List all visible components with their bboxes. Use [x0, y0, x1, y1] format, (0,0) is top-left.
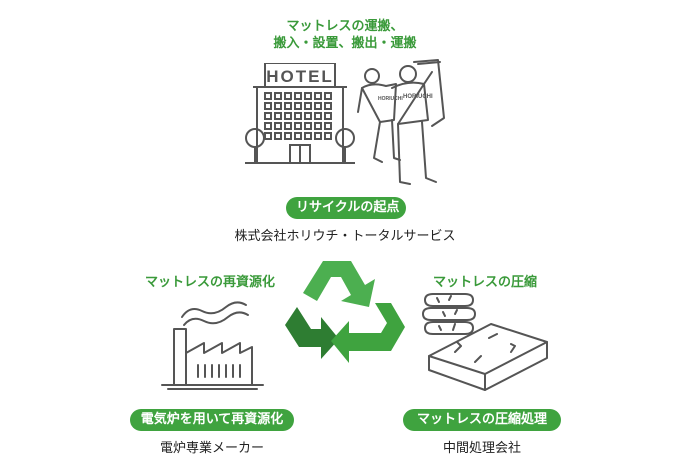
- electric-furnace-badge: 電気炉を用いて再資源化: [130, 409, 294, 431]
- hotel-window: [304, 102, 312, 110]
- hotel-window: [264, 112, 272, 120]
- hotel-window: [314, 132, 322, 140]
- hotel-window: [264, 102, 272, 110]
- hotel-window: [324, 132, 332, 140]
- recycle-arrows-icon: [285, 261, 405, 363]
- hotel-step-caption: マットレスの運搬、 搬入・設置、搬出・運搬: [245, 18, 445, 52]
- hotel-window: [324, 112, 332, 120]
- intermediate-processor-company-name: 中間処理会社: [442, 441, 521, 456]
- hotel-window: [304, 92, 312, 100]
- steelmaker-company-name: 電炉専業メーカー: [159, 441, 264, 456]
- hotel-step-caption-line2: 搬入・設置、搬出・運搬: [273, 36, 417, 51]
- hotel-sign: HOTEL: [266, 67, 334, 86]
- compression-processing-badge: マットレスの圧縮処理: [403, 409, 561, 431]
- resource-step-caption: マットレスの再資源化: [144, 275, 275, 290]
- hotel-window: [274, 102, 282, 110]
- hotel-window: [274, 92, 282, 100]
- hotel-window: [284, 122, 292, 130]
- recycle-arrow-right: [331, 303, 405, 363]
- hotel-window: [324, 122, 332, 130]
- hotel-window: [284, 132, 292, 140]
- hotel-step-caption-line1: マットレスの運搬、: [286, 19, 404, 34]
- hotel-window: [294, 102, 302, 110]
- recycling-start-badge: リサイクルの起点: [286, 197, 406, 219]
- hotel-window: [314, 102, 322, 110]
- hotel-window: [294, 122, 302, 130]
- hotel-window: [274, 132, 282, 140]
- hotel-window: [274, 112, 282, 120]
- hotel-window: [284, 92, 292, 100]
- hotel-window: [284, 112, 292, 120]
- hotel-window: [314, 112, 322, 120]
- hotel-window: [274, 122, 282, 130]
- hotel-window: [314, 92, 322, 100]
- hotel-window: [294, 92, 302, 100]
- hotel-window: [294, 132, 302, 140]
- compression-step-caption: マットレスの圧縮: [432, 275, 537, 290]
- hotel-window: [284, 102, 292, 110]
- hotel-window: [304, 112, 312, 120]
- recycle-arrow-top: [303, 261, 375, 307]
- hotel-company-name: 株式会社ホリウチ・トータルサービス: [234, 229, 456, 244]
- hotel-window: [324, 92, 332, 100]
- hotel-window: [264, 122, 272, 130]
- hotel-window: [304, 122, 312, 130]
- hotel-window: [314, 122, 322, 130]
- movers-carrying-mattress-icon: HORIUCHI HORIUCHI: [357, 59, 445, 185]
- factory-icon: [161, 301, 264, 390]
- hotel-icon: HOTEL: [245, 63, 355, 164]
- mover-shirt-text-2: HORIUCHI: [403, 94, 433, 100]
- mover-shirt-text-1: HORIUCHI: [378, 96, 403, 102]
- hotel-window: [264, 92, 272, 100]
- recycle-arrow-left: [285, 307, 339, 359]
- hotel-window: [324, 102, 332, 110]
- hotel-window: [294, 112, 302, 120]
- compressed-mattress-icon: [422, 293, 548, 391]
- hotel-window: [264, 132, 272, 140]
- hotel-window: [304, 132, 312, 140]
